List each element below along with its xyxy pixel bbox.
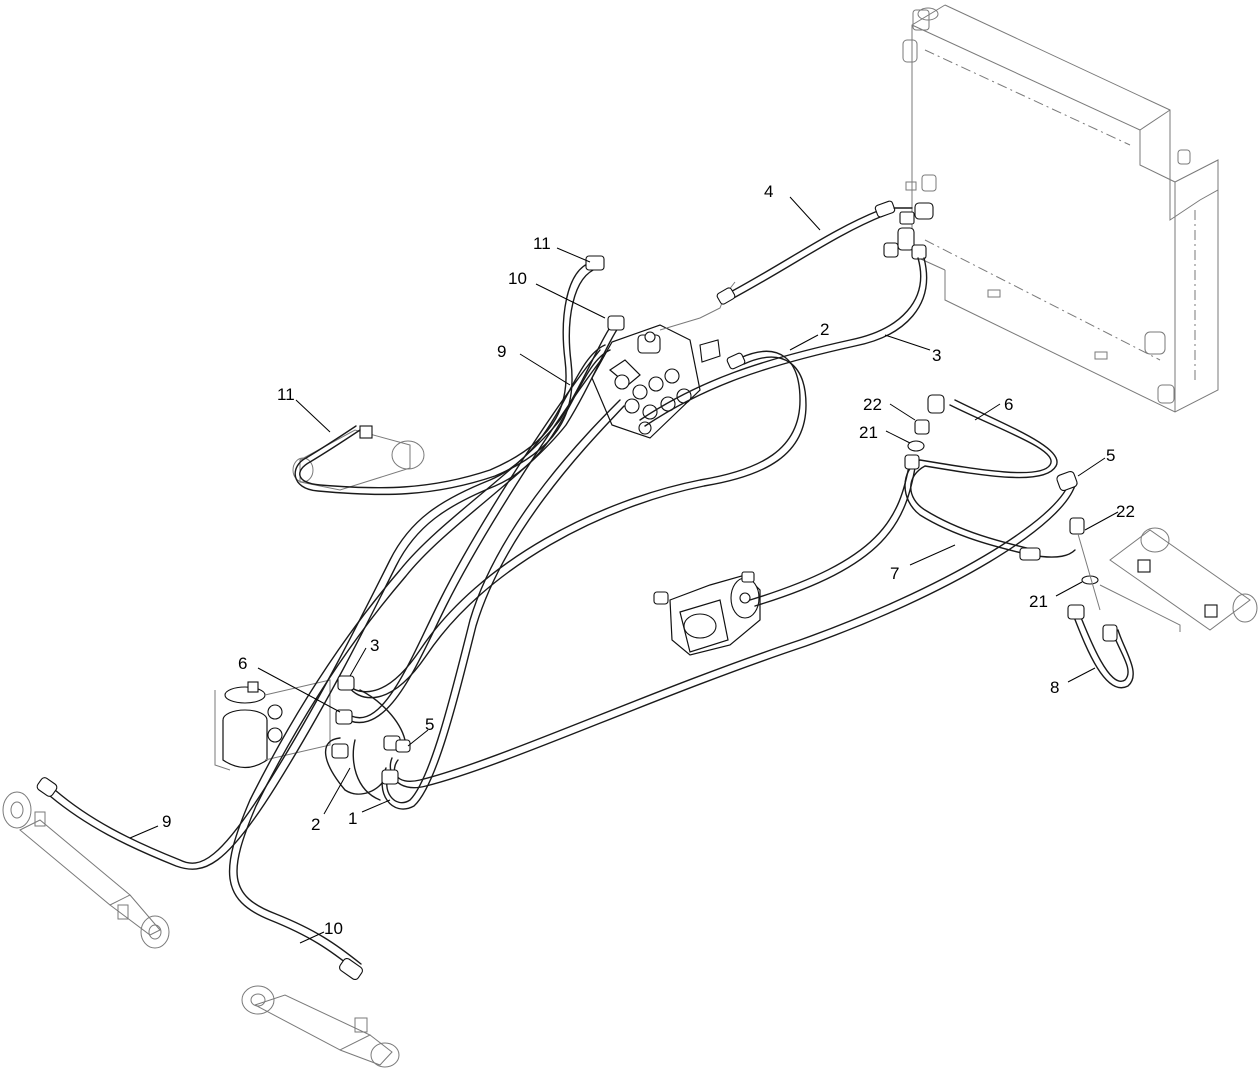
callout-10-bottom: 10 bbox=[324, 919, 343, 938]
steering-fittings bbox=[331, 675, 411, 785]
callout-7: 7 bbox=[890, 564, 899, 583]
oil-cooler bbox=[902, 4, 1219, 413]
callout-4: 4 bbox=[764, 182, 773, 201]
callout-9-top: 9 bbox=[497, 342, 506, 361]
leader-lines bbox=[129, 196, 1119, 944]
cooler-tee-fittings bbox=[883, 202, 934, 260]
lift-cylinder-left bbox=[2, 791, 170, 949]
callout-3-top: 3 bbox=[932, 346, 941, 365]
callout-9-left: 9 bbox=[162, 812, 171, 831]
callout-2-left: 2 bbox=[311, 815, 320, 834]
callout-11-left: 11 bbox=[277, 385, 295, 404]
callout-21-top: 21 bbox=[859, 423, 878, 442]
callout-8: 8 bbox=[1050, 678, 1059, 697]
callout-5-left: 5 bbox=[425, 715, 434, 734]
callout-22-right: 22 bbox=[1116, 502, 1135, 521]
hoses bbox=[36, 200, 1134, 981]
callout-3-left: 3 bbox=[370, 636, 379, 655]
control-valve bbox=[591, 281, 736, 439]
steering-motor bbox=[214, 679, 331, 771]
callout-1: 1 bbox=[348, 809, 357, 828]
callout-2-top: 2 bbox=[820, 320, 829, 339]
callout-11-top: 11 bbox=[533, 234, 551, 253]
callout-5-right: 5 bbox=[1106, 446, 1115, 465]
callout-labels: 4 11 10 9 11 2 3 22 21 6 5 22 21 7 8 3 6… bbox=[162, 182, 1135, 938]
callout-6-left: 6 bbox=[238, 654, 247, 673]
hydraulic-pump bbox=[653, 571, 761, 656]
callout-22-top: 22 bbox=[863, 395, 882, 414]
callout-10-top: 10 bbox=[508, 269, 527, 288]
callout-6-right: 6 bbox=[1004, 395, 1013, 414]
cylinder-upper-left bbox=[292, 425, 425, 491]
callout-21-right: 21 bbox=[1029, 592, 1048, 611]
cylinder-right bbox=[1099, 527, 1258, 632]
lift-cylinder-bottom bbox=[241, 985, 400, 1068]
